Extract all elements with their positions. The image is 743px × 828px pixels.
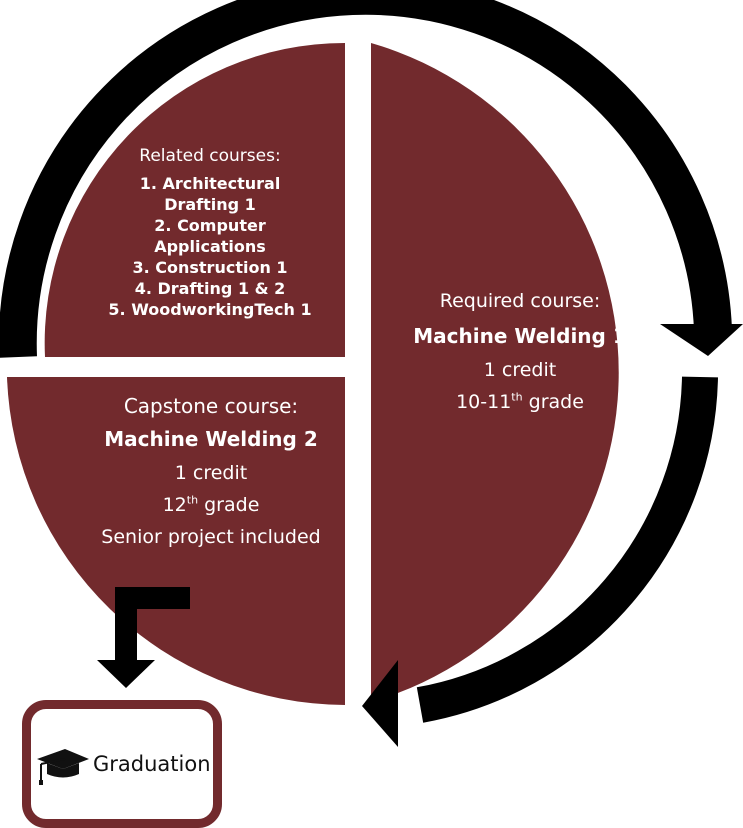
related-item: 2. Computer: [154, 216, 266, 236]
related-list: 1. Architectural Drafting 1 2. Computer …: [80, 173, 340, 320]
graduation-box: Graduation: [22, 700, 222, 828]
graduation-cap-icon: [37, 749, 89, 785]
arrow-head-down: [97, 660, 155, 688]
arrow-head-left: [362, 660, 398, 747]
related-heading: Related courses:: [139, 146, 281, 166]
related-item: 4. Drafting 1 & 2: [134, 279, 286, 299]
related-block: Related courses: 1. Architectural Drafti…: [80, 146, 340, 320]
arrow-head-right: [660, 324, 743, 356]
required-grade: 10-11th grade: [456, 390, 584, 413]
capstone-course: Machine Welding 2: [104, 427, 318, 451]
capstone-note: Senior project included: [101, 525, 321, 548]
capstone-credit: 1 credit: [174, 462, 248, 484]
required-heading: Required course:: [439, 290, 601, 312]
arrow-arc-bottom: [416, 376, 718, 723]
related-item: 1. Architectural: [139, 174, 281, 194]
capstone-block: Capstone course: Machine Welding 2 1 cre…: [80, 394, 342, 549]
arrow-to-graduation: [115, 587, 190, 660]
quadrant-capstone: [7, 377, 345, 705]
capstone-heading: Capstone course:: [123, 394, 299, 418]
required-course: Machine Welding 1: [413, 323, 627, 348]
related-item: 3. Construction 1: [132, 258, 288, 278]
graduation-label: Graduation: [93, 752, 211, 776]
required-block: Required course: Machine Welding 1 1 cre…: [395, 290, 645, 414]
quadrant-required: [371, 43, 619, 702]
related-item: Applications: [154, 237, 266, 257]
related-item: 5. WoodworkingTech 1: [108, 300, 312, 320]
arrow-arc-top: [0, 0, 732, 358]
quadrant-related: [44, 42, 345, 358]
required-credit: 1 credit: [483, 358, 557, 381]
capstone-grade: 12th grade: [162, 493, 260, 516]
related-item: Drafting 1: [164, 195, 256, 215]
